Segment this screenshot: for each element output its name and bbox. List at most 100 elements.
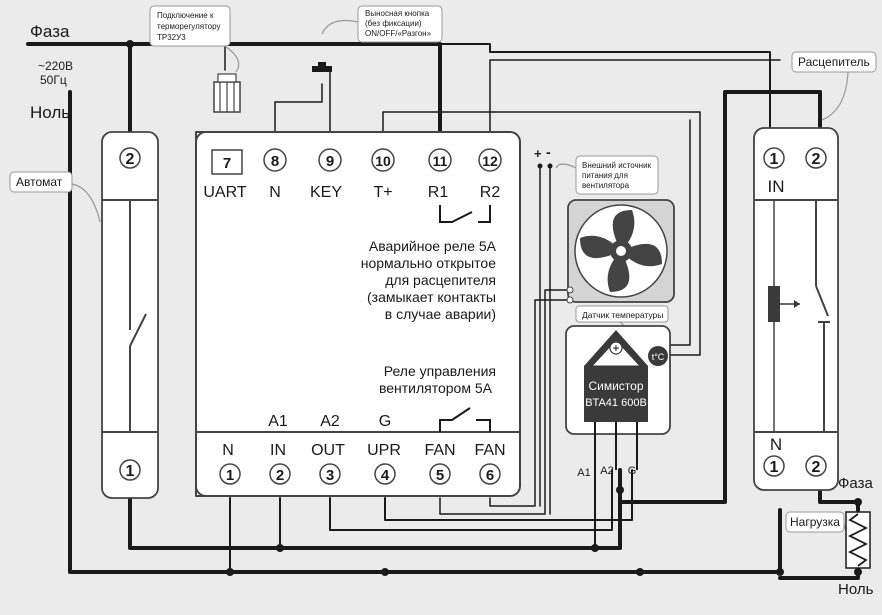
terminal-label: IN	[270, 442, 286, 459]
load-phase-wire	[618, 90, 822, 504]
fan-relay-contact	[439, 407, 491, 432]
controller-device: 7 UART 8 N 9 KEY 10 T+ 11 R1 12 R2 Авари…	[195, 131, 521, 497]
terminal-label: T+	[373, 184, 392, 201]
load-label: Нагрузка	[790, 515, 840, 529]
fan-relay-line1: Реле управления	[384, 363, 496, 379]
triac-model: BTA41 600B	[585, 397, 647, 409]
terminal-label: UPR	[367, 442, 401, 459]
junction-dot	[616, 486, 624, 494]
breaker-device: 1 2 IN N 1 2	[753, 127, 839, 491]
fan-relay-line2: вентилятором 5А	[379, 380, 493, 396]
fan-power-line3: вентилятора	[582, 181, 630, 190]
load-callout: Нагрузка	[785, 511, 853, 549]
t10-wire	[382, 111, 701, 356]
triac-plus: +	[613, 343, 619, 355]
junction-dot	[854, 498, 862, 506]
temp-sensor-label: Датчик температуры	[582, 310, 663, 320]
bottom-sub-label: G	[379, 413, 391, 430]
out-terminal-wire	[329, 469, 613, 531]
emergency-relay-line2: нормально открытое	[361, 255, 496, 271]
thermoreg-callout-line1: Подключение к	[157, 11, 214, 20]
plus-label: +	[534, 146, 542, 161]
triac-device: + Симистор BTA41 600B A1 A2 G	[565, 325, 671, 479]
r2-wire	[489, 59, 781, 133]
remote-button-line1: Выносная кнопка	[365, 9, 430, 18]
terminal-num: 12	[482, 153, 498, 169]
terminal-num: 9	[326, 153, 334, 170]
terminal-label: FAN	[474, 442, 505, 459]
load-top-wire	[818, 488, 860, 512]
terminal-label: N	[222, 442, 234, 459]
load-bottom-wire	[778, 566, 860, 580]
bottom-sub-label: A2	[320, 413, 340, 430]
tsensor-symbol: t°C	[652, 352, 665, 362]
breaker-num: 1	[770, 151, 779, 168]
remote-button-callout: Выносная кнопка (без фиксации) ON/OFF/«Р…	[321, 5, 443, 43]
fan-relay-text: Реле управления вентилятором 5А	[379, 363, 496, 396]
fan6-wire	[489, 299, 571, 507]
phase-right-label: Фаза	[838, 475, 873, 492]
terminal-num: 2	[276, 467, 284, 484]
bottom-terminals: N 1 IN 2 OUT 3 UPR 4 FAN 5 FAN 6	[219, 442, 506, 485]
junction-dot	[276, 544, 284, 552]
upr-terminal-wire	[384, 469, 633, 521]
triac-pin: A1	[577, 467, 590, 479]
terminal-num: 5	[436, 467, 444, 484]
fan5-wire	[439, 289, 571, 515]
sensor-wire	[667, 119, 691, 346]
neutral-label: Ноль	[30, 103, 70, 122]
junction-dot	[226, 568, 234, 576]
emergency-relay-line3: для расцепителя	[385, 272, 496, 288]
triac-name: Симистор	[588, 379, 643, 393]
fan-power-callout: Внешний источник питания для вентилятора	[555, 155, 659, 195]
breaker-n-label: N	[770, 435, 782, 454]
terminal-num: 3	[326, 467, 334, 484]
terminal-label: R1	[428, 184, 449, 201]
neutral-wire	[68, 90, 782, 574]
temp-sensor-probe: t°C	[648, 346, 668, 366]
minus-label: -	[546, 144, 551, 160]
thermoreg-callout: Подключение к терморегулятору ТР32У3	[149, 5, 240, 73]
terminal-label: UART	[203, 184, 246, 201]
terminal-num: 1	[226, 467, 234, 484]
automat-bottom-num: 1	[126, 463, 135, 480]
emergency-relay-line1: Аварийное реле 5А	[369, 238, 497, 254]
terminal-num: 7	[223, 155, 231, 172]
load-resistor	[845, 511, 871, 569]
phase-label: Фаза	[30, 22, 70, 41]
remote-button-line2: (без фиксации)	[365, 19, 422, 28]
junction-dot	[126, 40, 134, 48]
breaker-num: 2	[812, 459, 821, 476]
terminal-num: 4	[381, 467, 390, 484]
remote-button	[312, 62, 332, 72]
junction-dot	[854, 568, 862, 576]
junction-dot	[381, 568, 389, 576]
remote-button-line3: ON/OFF/«Разгон»	[365, 29, 432, 38]
automat-label: Автомат	[16, 175, 63, 189]
emergency-relay-contact	[439, 205, 491, 223]
automat-top-num: 2	[126, 151, 135, 168]
breaker-num: 1	[770, 459, 779, 476]
junction-dot	[636, 568, 644, 576]
terminal-num: 10	[375, 153, 391, 169]
terminal-label: KEY	[310, 184, 342, 201]
breaker-callout: Расцепитель	[791, 51, 877, 121]
minus-dot	[547, 163, 553, 169]
thermoreg-connector	[213, 73, 241, 113]
bottom-sub-label: A1	[268, 413, 288, 430]
junction-dot	[776, 568, 784, 576]
thermoreg-callout-line3: ТР32У3	[157, 33, 186, 42]
terminal-label: OUT	[311, 442, 345, 459]
breaker-num: 2	[812, 151, 821, 168]
terminal-num: 6	[486, 467, 494, 484]
terminal-num: 11	[433, 153, 448, 169]
freq-label: 50Гц	[40, 73, 67, 87]
triac-pin: A2	[600, 465, 613, 477]
emergency-relay-text: Аварийное реле 5А нормально открытое для…	[361, 238, 497, 322]
plus-dot	[537, 163, 543, 169]
terminal-label: N	[269, 184, 281, 201]
top-terminals: 7 UART 8 N 9 KEY 10 T+ 11 R1 12 R2	[203, 148, 502, 201]
automat-device: 2 1	[101, 131, 159, 499]
triac-pin: G	[628, 465, 637, 477]
